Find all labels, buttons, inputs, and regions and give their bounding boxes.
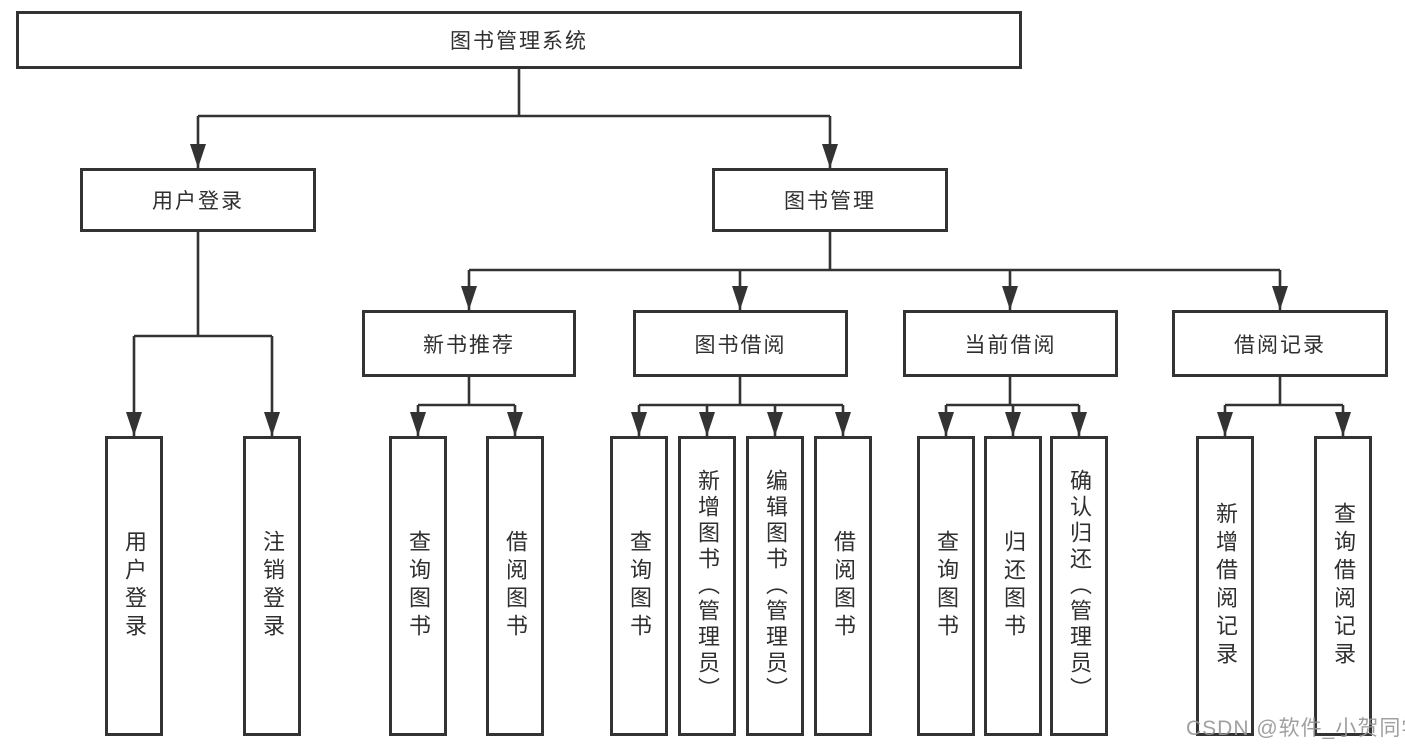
connector-paths — [132, 69, 1345, 436]
leaf-borrow-books: 借阅图书 — [814, 436, 872, 736]
leaf-label: 查询图书 — [627, 530, 652, 642]
leaf-label: 注销登录 — [260, 530, 285, 642]
node-current-borrow: 当前借阅 — [903, 310, 1118, 377]
leaf-user-login: 用户登录 — [105, 436, 163, 736]
leaf-return-book: 归还图书 — [984, 436, 1042, 736]
leaf-label: 归还图书 — [1001, 530, 1026, 642]
csdn-watermark: CSDN @软件_小贺同学 — [1186, 717, 1405, 740]
node-book-management: 图书管理 — [712, 168, 948, 232]
leaf-label: 用户登录 — [122, 530, 147, 642]
node-label: 用户登录 — [152, 190, 244, 213]
node-label: 借阅记录 — [1234, 333, 1326, 357]
leaf-label: 编辑图书（管理员） — [763, 469, 788, 703]
node-label: 图书管理 — [784, 190, 876, 213]
node-label: 当前借阅 — [964, 333, 1057, 357]
leaf-label: 查询图书 — [934, 530, 959, 642]
leaf-label: 查询借阅记录 — [1331, 502, 1356, 670]
leaf-label: 新增图书（管理员） — [695, 469, 720, 703]
leaf-edit-book-admin: 编辑图书（管理员） — [746, 436, 804, 736]
node-user-login: 用户登录 — [80, 168, 316, 232]
node-label: 新书推荐 — [423, 333, 515, 357]
leaf-add-book-admin: 新增图书（管理员） — [678, 436, 736, 736]
node-borrow-records: 借阅记录 — [1172, 310, 1388, 377]
node-new-book-recommend: 新书推荐 — [362, 310, 576, 377]
node-root-system: 图书管理系统 — [16, 11, 1022, 69]
leaf-label: 借阅图书 — [503, 530, 528, 642]
leaf-confirm-return-admin: 确认归还（管理员） — [1050, 436, 1108, 736]
leaf-add-borrow-record: 新增借阅记录 — [1196, 436, 1254, 736]
leaf-query-books-recommend: 查询图书 — [389, 436, 447, 736]
arrowhead-icons — [126, 144, 1351, 436]
leaf-borrow-books-recommend: 借阅图书 — [486, 436, 544, 736]
node-label: 图书管理系统 — [450, 30, 588, 53]
leaf-query-books-borrow: 查询图书 — [610, 436, 668, 736]
leaf-label: 新增借阅记录 — [1213, 502, 1238, 670]
leaf-label: 查询图书 — [406, 530, 431, 642]
leaf-label: 借阅图书 — [831, 530, 856, 642]
node-label: 图书借阅 — [694, 333, 787, 357]
leaf-label: 确认归还（管理员） — [1067, 469, 1092, 703]
node-book-borrow: 图书借阅 — [633, 310, 848, 377]
leaf-query-books-current: 查询图书 — [917, 436, 975, 736]
leaf-logout: 注销登录 — [243, 436, 301, 736]
leaf-query-borrow-record: 查询借阅记录 — [1314, 436, 1372, 736]
